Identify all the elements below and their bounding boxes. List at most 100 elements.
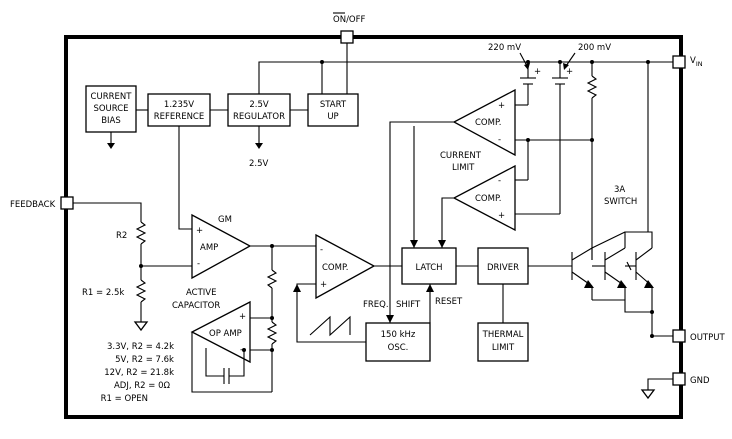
regulator-line2: REGULATOR (233, 112, 285, 122)
gm-amp: GM AMP + - (178, 126, 316, 280)
start-up-line1: START (320, 100, 347, 110)
output-terminal (672, 329, 686, 343)
r2-resistor (135, 221, 147, 245)
reference-block: 1.235V REFERENCE (147, 93, 211, 127)
comp-main-plus: + (320, 280, 327, 290)
on-off-rest-text: /OFF (346, 15, 365, 25)
op-amp-minus: - (240, 345, 243, 355)
regulator-arrow-icon (255, 143, 263, 149)
resistor-table-row-1: 3.3V, R2 = 4.2k (107, 342, 174, 352)
feedback-pin: FEEDBACK (10, 196, 74, 210)
bias-arrow-icon (107, 143, 115, 149)
resistor-table-row-2: 5V, R2 = 7.6k (115, 355, 174, 365)
start-up-block: START UP (307, 93, 359, 127)
on-off-bar-text: ON (333, 15, 346, 25)
gm-amp-label: AMP (200, 243, 218, 253)
active-capacitor: ACTIVE CAPACITOR OP AMP + - (172, 246, 278, 393)
comp-main: COMP. - + (293, 233, 402, 343)
top-wiring: 2.5V (107, 43, 673, 169)
package-frame (64, 35, 683, 419)
resistor-table-row-4: ADJ, R2 = 0Ω (114, 381, 171, 391)
gm-amp-plus: + (196, 226, 203, 236)
regulator-out-label: 2.5V (249, 159, 269, 169)
switch-transistors: 3A SWITCH (571, 62, 673, 338)
reset-label: RESET (435, 297, 463, 307)
gnd-terminal (672, 372, 686, 386)
thermal-limit-line1: THERMAL (482, 330, 524, 340)
svg-text:ON/OFF: ON/OFF (333, 15, 366, 25)
current-source-bias-block: CURRENT SOURCE BIAS (85, 85, 137, 133)
feedback-terminal (60, 196, 74, 210)
switch-line1: 3A (614, 185, 625, 195)
active-capacitor-line1: ACTIVE (186, 288, 217, 298)
vin-pin: VIN (672, 55, 703, 69)
comp-upper-plus: + (498, 101, 505, 111)
mv-220-label: 220 mV (488, 43, 521, 53)
comp-main-label: COMP. (322, 263, 348, 273)
on-off-terminal (340, 30, 354, 44)
comp-lower-label: COMP. (475, 194, 501, 204)
oscillator-line1: 150 kHz (381, 330, 416, 340)
ground-symbol-icon (133, 321, 149, 332)
r1-resistor (135, 279, 147, 303)
r1-label: R1 = 2.5k (82, 288, 124, 298)
sense-sources: 220 mV 200 mV + + (488, 43, 650, 260)
gnd-label: GND (690, 376, 710, 386)
driver-label: DRIVER (487, 263, 519, 273)
sawtooth-icon (309, 315, 351, 337)
gm-amp-minus: - (197, 259, 200, 269)
latch-block: LATCH (389, 121, 478, 285)
oscillator-line2: OSC. (388, 343, 409, 353)
start-up-line2: UP (327, 112, 338, 122)
active-capacitor-line2: CAPACITOR (172, 301, 220, 311)
comp-upper: COMP. + - CURRENT LIMIT (440, 88, 594, 173)
driver-block: DRIVER (477, 247, 572, 323)
current-limit-line2: LIMIT (452, 163, 475, 173)
src200-plus: + (566, 67, 573, 77)
comp-lower: COMP. - + (452, 138, 560, 232)
current-source-bias-line1: CURRENT (91, 92, 133, 102)
gm-label: GM (218, 215, 232, 225)
comp-main-minus: - (320, 245, 323, 255)
shift-label: SHIFT (396, 300, 421, 310)
gnd-ground-icon (640, 389, 656, 400)
vin-terminal (672, 55, 686, 69)
switch-line2: SWITCH (604, 197, 637, 207)
output-label: OUTPUT (690, 333, 725, 343)
comp-upper-minus: - (498, 135, 501, 145)
comp-lower-plus: + (498, 211, 505, 221)
gnd-pin: GND (672, 372, 710, 386)
current-source-bias-line3: BIAS (101, 116, 121, 126)
gnd-internal (640, 378, 673, 400)
feedback-network: R2 R1 = 2.5k 3.3V, R2 = 4.2k 5V, R2 = 7.… (73, 202, 192, 404)
op-amp-label: OP AMP (209, 329, 242, 339)
thermal-limit-line2: LIMIT (492, 343, 515, 353)
reference-line1: 1.235V (164, 100, 194, 110)
freq-label: FREQ. (363, 300, 389, 310)
comp-lower-minus: - (498, 176, 501, 186)
oscillator-block: 150 kHz OSC. FREQ. SHIFT RESET (363, 126, 463, 362)
regulator-block: 2.5V REGULATOR (227, 93, 291, 127)
mv-200-label: 200 mV (578, 43, 611, 53)
thermal-limit-block: THERMAL LIMIT (477, 322, 529, 362)
sense-resistor (586, 75, 598, 99)
active-cap-resistor-top (266, 269, 278, 289)
resistor-table-row-3: 12V, R2 = 21.8k (104, 368, 174, 378)
current-limit-line1: CURRENT (440, 151, 482, 161)
output-pin: OUTPUT (672, 329, 725, 343)
src220-plus: + (534, 67, 541, 77)
vin-label: V (690, 56, 696, 66)
regulator-line1: 2.5V (249, 100, 269, 110)
latch-label: LATCH (415, 263, 442, 273)
svg-text:VIN: VIN (690, 56, 703, 68)
active-cap-resistor-bottom (266, 321, 278, 345)
vin-subscript: IN (696, 60, 703, 68)
on-off-pin: ON/OFF (333, 12, 366, 44)
resistor-table-row-5: R1 = OPEN (101, 394, 148, 404)
comp-upper-label: COMP. (475, 118, 501, 128)
feedback-label: FEEDBACK (10, 200, 56, 210)
r2-label: R2 (116, 231, 127, 241)
op-amp-plus: + (239, 312, 246, 322)
reference-line2: REFERENCE (154, 112, 204, 122)
